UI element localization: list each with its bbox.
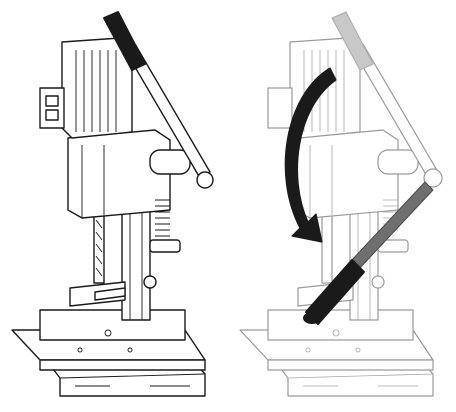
chisel-right bbox=[321, 214, 333, 284]
handle-ghost-right bbox=[331, 11, 443, 188]
handle-lowered-right[interactable] bbox=[303, 181, 434, 325]
rack-left bbox=[149, 199, 181, 253]
table-right bbox=[239, 309, 434, 371]
motor-left bbox=[39, 37, 133, 139]
fence-left bbox=[69, 275, 157, 307]
table-left bbox=[11, 309, 206, 371]
curved-arrow-down-icon bbox=[284, 67, 337, 243]
rack-right bbox=[377, 199, 409, 253]
head-left bbox=[67, 129, 191, 219]
mortiser-right bbox=[239, 11, 443, 397]
handle-raised-left[interactable] bbox=[103, 11, 214, 189]
mortiser-left bbox=[11, 11, 214, 397]
head-right bbox=[295, 129, 419, 219]
column-left bbox=[121, 199, 151, 321]
chisel-left bbox=[93, 214, 105, 284]
